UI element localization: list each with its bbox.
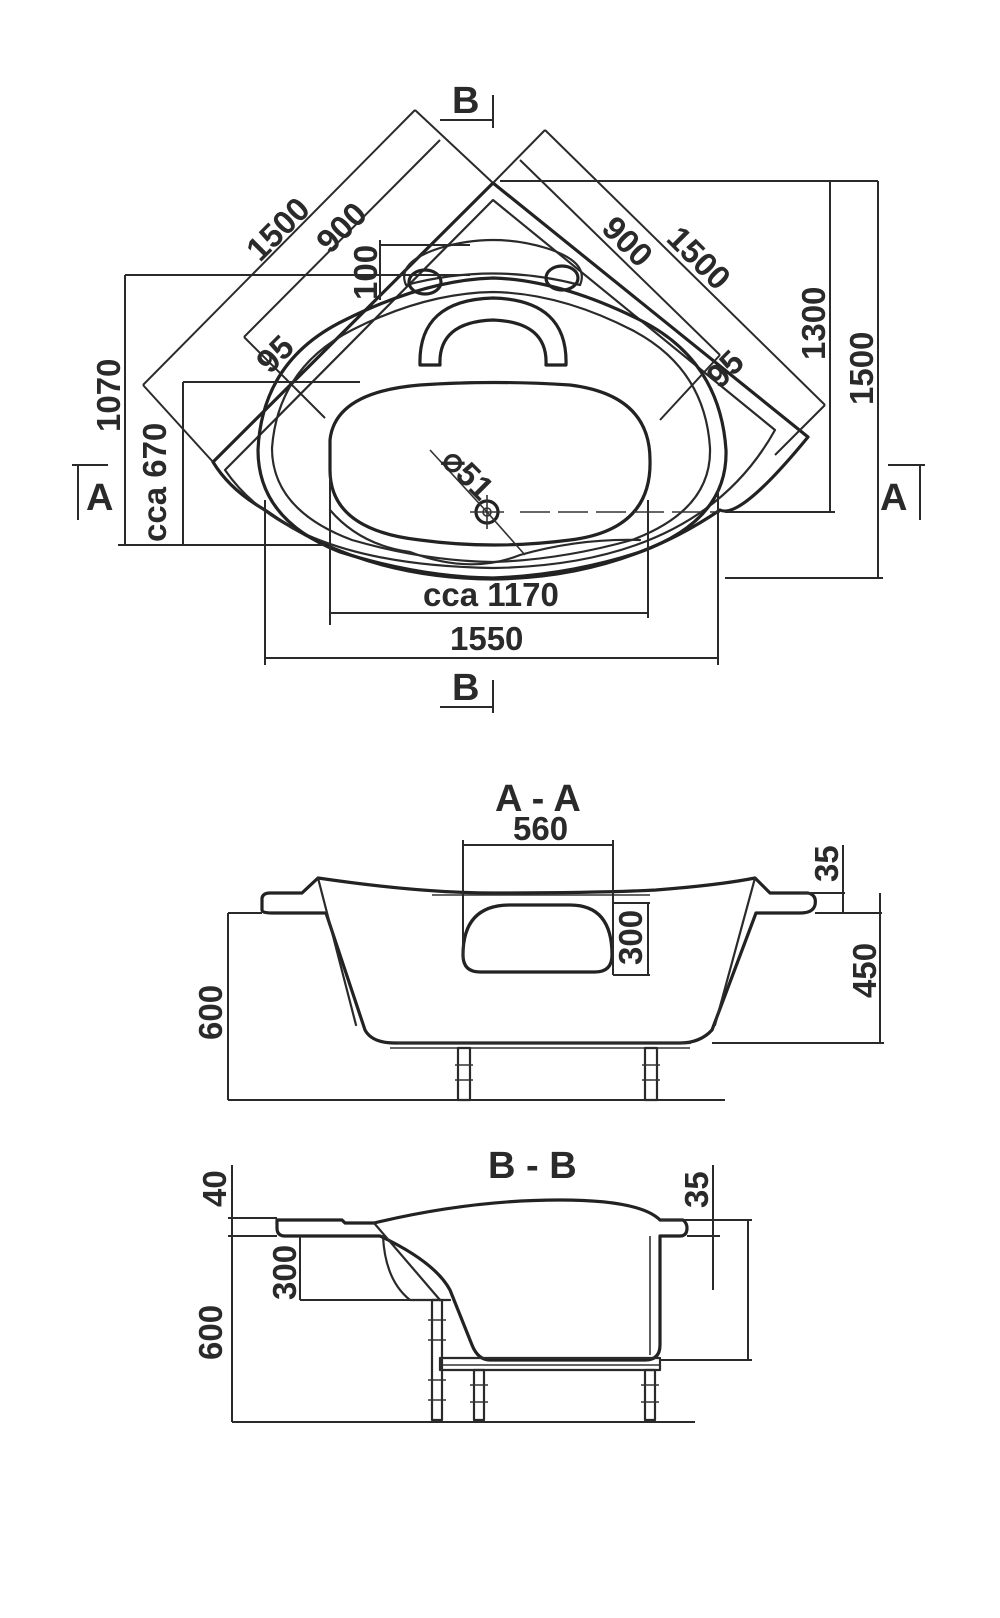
bb-dim-35: 35: [678, 1171, 715, 1208]
section-mark-a-left: A: [86, 477, 113, 519]
top-view: 1500 900 100 900 1500 1300 1500 1070 cca…: [72, 80, 925, 713]
section-mark-b-top: B: [452, 80, 479, 122]
aa-leg-right: [642, 1046, 660, 1102]
dim-right-1300: 1300: [795, 287, 832, 360]
section-aa: A - A: [192, 778, 884, 1102]
dim-left-1070: 1070: [90, 359, 127, 432]
aa-head-rest[interactable]: [461, 903, 614, 974]
bb-dim-600: 600: [192, 1305, 229, 1360]
aa-tub-outline: [260, 876, 817, 1045]
bb-leg-3: [641, 1368, 659, 1422]
basin-outer: [256, 276, 728, 580]
dim-100: 100: [347, 245, 384, 300]
section-bb-title: B - B: [488, 1145, 577, 1187]
section-bb: B - B: [192, 1145, 752, 1423]
dim-width-1550: 1550: [450, 620, 523, 657]
dim-offset-left-95: 95: [249, 328, 301, 380]
bath-bottom: [328, 380, 652, 547]
aa-dim-300: 300: [612, 910, 649, 965]
bb-dim-40: 40: [196, 1170, 233, 1207]
aa-leg-left: [455, 1046, 473, 1102]
bb-leg-1: [428, 1298, 446, 1422]
tub-inner-rim: [223, 198, 777, 570]
aa-dim-35: 35: [808, 845, 845, 882]
basin-front-edge: [328, 508, 642, 566]
dim-width-cca1170: cca 1170: [423, 576, 559, 613]
bb-dim-300: 300: [266, 1245, 303, 1300]
left-handle[interactable]: [407, 268, 443, 296]
aa-dim-600: 600: [192, 985, 229, 1040]
aa-tub-inner: [316, 876, 358, 1027]
head-rest: [418, 296, 568, 367]
dim-diag-left-1500: 1500: [239, 190, 317, 268]
top-grip: [403, 238, 583, 287]
dim-diag-right-1500: 1500: [660, 219, 738, 297]
section-mark-b-bottom: B: [452, 667, 479, 709]
aa-dim-450: 450: [846, 943, 883, 998]
dim-drain-51: ⌀51: [435, 441, 501, 507]
dim-diag-right-900: 900: [595, 209, 660, 274]
dim-offset-right-95: 95: [699, 343, 751, 395]
dim-left-cca670: cca 670: [136, 423, 173, 542]
section-aa-title: A - A: [495, 778, 581, 820]
section-mark-a-right: A: [880, 477, 907, 519]
dim-right-1500: 1500: [843, 332, 880, 405]
aa-dim-560: 560: [513, 810, 568, 847]
bb-tub-outline: [275, 1198, 689, 1362]
bb-frame: [438, 1356, 662, 1372]
right-handle[interactable]: [544, 264, 580, 292]
bb-leg-2: [470, 1368, 488, 1422]
